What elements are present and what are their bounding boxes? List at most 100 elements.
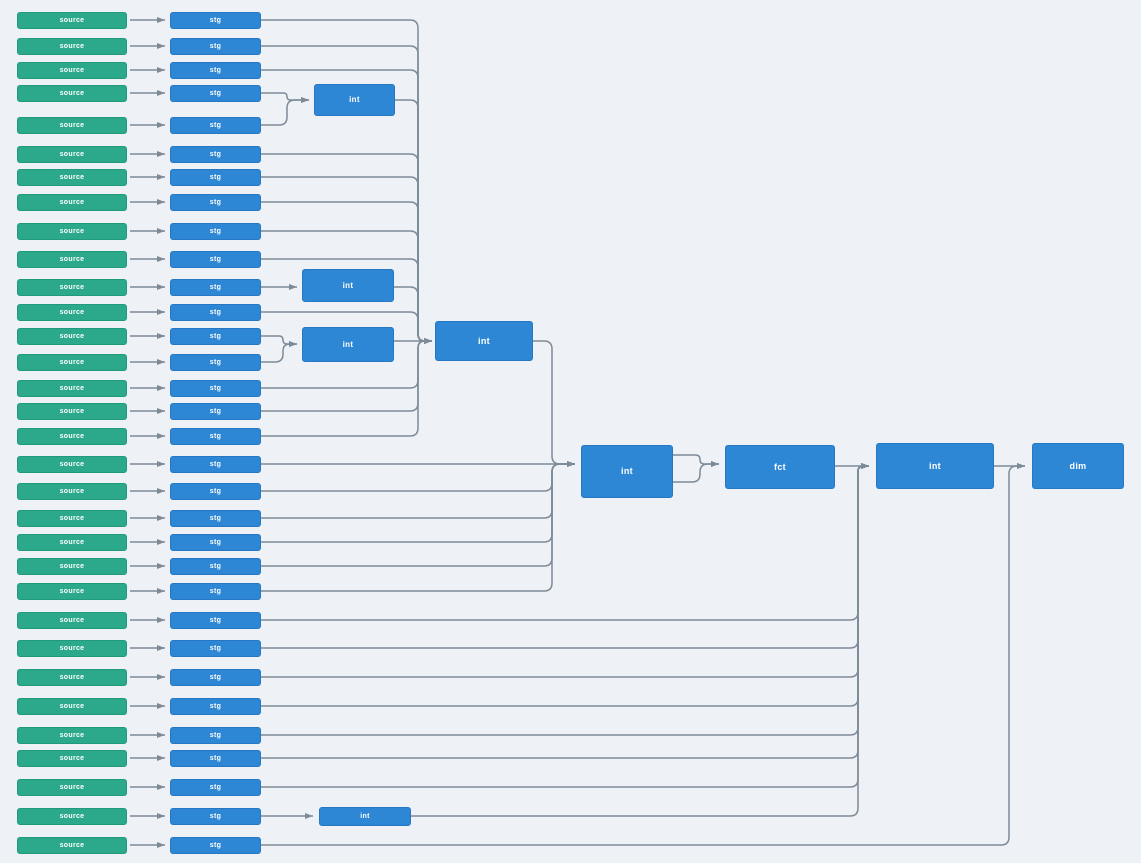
node-label: int (360, 813, 370, 820)
stg-node[interactable]: stg (170, 533, 261, 551)
source-node[interactable]: source (17, 509, 127, 527)
source-node[interactable]: source (17, 402, 127, 420)
node-label: dim (1069, 460, 1087, 471)
stg-node[interactable]: stg (170, 145, 261, 163)
stg-node[interactable]: stg (170, 611, 261, 629)
edge-path (673, 454, 719, 467)
stg-node[interactable]: stg (170, 639, 261, 657)
node-label: fct (774, 461, 786, 472)
node-label: source (59, 587, 85, 595)
node-label: stg (209, 783, 222, 791)
stg-node[interactable]: stg (170, 222, 261, 240)
edge-path (261, 463, 1025, 846)
stg-node[interactable]: stg (170, 697, 261, 715)
dim-node[interactable]: dim (1032, 443, 1124, 489)
source-node[interactable]: source (17, 807, 127, 825)
node-label: stg (209, 384, 222, 392)
stg-node[interactable]: stg (170, 509, 261, 527)
node-label: source (59, 644, 85, 652)
node-label: source (59, 432, 85, 440)
source-node[interactable]: source (17, 582, 127, 600)
stg-node[interactable]: stg (170, 278, 261, 296)
source-node[interactable]: source (17, 668, 127, 686)
source-node[interactable]: source (17, 379, 127, 397)
node-label: stg (209, 89, 222, 97)
source-node[interactable]: source (17, 61, 127, 79)
source-node[interactable]: source (17, 222, 127, 240)
source-node[interactable]: source (17, 193, 127, 211)
source-node[interactable]: source (17, 353, 127, 371)
stg-node[interactable]: stg (170, 116, 261, 134)
stg-node[interactable]: stg (170, 379, 261, 397)
source-node[interactable]: source (17, 639, 127, 657)
source-node[interactable]: source (17, 697, 127, 715)
node-label: stg (209, 358, 222, 366)
stg-node[interactable]: stg (170, 557, 261, 575)
node-label: stg (209, 407, 222, 415)
edge-path (261, 461, 575, 592)
int-node[interactable]: int (314, 84, 395, 116)
source-node[interactable]: source (17, 778, 127, 796)
source-node[interactable]: source (17, 455, 127, 473)
stg-node[interactable]: stg (170, 353, 261, 371)
edge-path (261, 461, 575, 543)
node-label: stg (209, 754, 222, 762)
stg-node[interactable]: stg (170, 250, 261, 268)
int-node[interactable]: int (302, 269, 394, 302)
edge-path (533, 340, 575, 467)
stg-node[interactable]: stg (170, 668, 261, 686)
source-node[interactable]: source (17, 726, 127, 744)
source-node[interactable]: source (17, 749, 127, 767)
node-label: int (478, 335, 490, 346)
source-node[interactable]: source (17, 278, 127, 296)
source-node[interactable]: source (17, 250, 127, 268)
stg-node[interactable]: stg (170, 749, 261, 767)
source-node[interactable]: source (17, 145, 127, 163)
stg-node[interactable]: stg (170, 303, 261, 321)
stg-node[interactable]: stg (170, 455, 261, 473)
node-label: source (59, 173, 85, 181)
int-node[interactable]: int (319, 807, 411, 826)
source-node[interactable]: source (17, 836, 127, 854)
fct-node[interactable]: fct (725, 445, 835, 489)
stg-node[interactable]: stg (170, 482, 261, 500)
node-label: stg (209, 66, 222, 74)
edge-path (261, 341, 297, 363)
int-node[interactable]: int (876, 443, 994, 489)
source-node[interactable]: source (17, 303, 127, 321)
stg-node[interactable]: stg (170, 327, 261, 345)
stg-node[interactable]: stg (170, 168, 261, 186)
int-node[interactable]: int (302, 327, 394, 362)
stg-node[interactable]: stg (170, 402, 261, 420)
node-label: stg (209, 227, 222, 235)
source-node[interactable]: source (17, 84, 127, 102)
source-node[interactable]: source (17, 557, 127, 575)
stg-node[interactable]: stg (170, 84, 261, 102)
stg-node[interactable]: stg (170, 726, 261, 744)
source-node[interactable]: source (17, 327, 127, 345)
stg-node[interactable]: stg (170, 61, 261, 79)
stg-node[interactable]: stg (170, 193, 261, 211)
source-node[interactable]: source (17, 533, 127, 551)
source-node[interactable]: source (17, 168, 127, 186)
edge-path (395, 99, 432, 344)
node-label: stg (209, 673, 222, 681)
source-node[interactable]: source (17, 116, 127, 134)
node-label: source (59, 384, 85, 392)
stg-node[interactable]: stg (170, 427, 261, 445)
int-node[interactable]: int (581, 445, 673, 498)
stg-node[interactable]: stg (170, 582, 261, 600)
edge-path (261, 463, 869, 759)
source-node[interactable]: source (17, 37, 127, 55)
source-node[interactable]: source (17, 482, 127, 500)
stg-node[interactable]: stg (170, 778, 261, 796)
int-node[interactable]: int (435, 321, 533, 361)
source-node[interactable]: source (17, 11, 127, 29)
source-node[interactable]: source (17, 611, 127, 629)
stg-node[interactable]: stg (170, 11, 261, 29)
stg-node[interactable]: stg (170, 836, 261, 854)
stg-node[interactable]: stg (170, 37, 261, 55)
source-node[interactable]: source (17, 427, 127, 445)
stg-node[interactable]: stg (170, 807, 261, 825)
